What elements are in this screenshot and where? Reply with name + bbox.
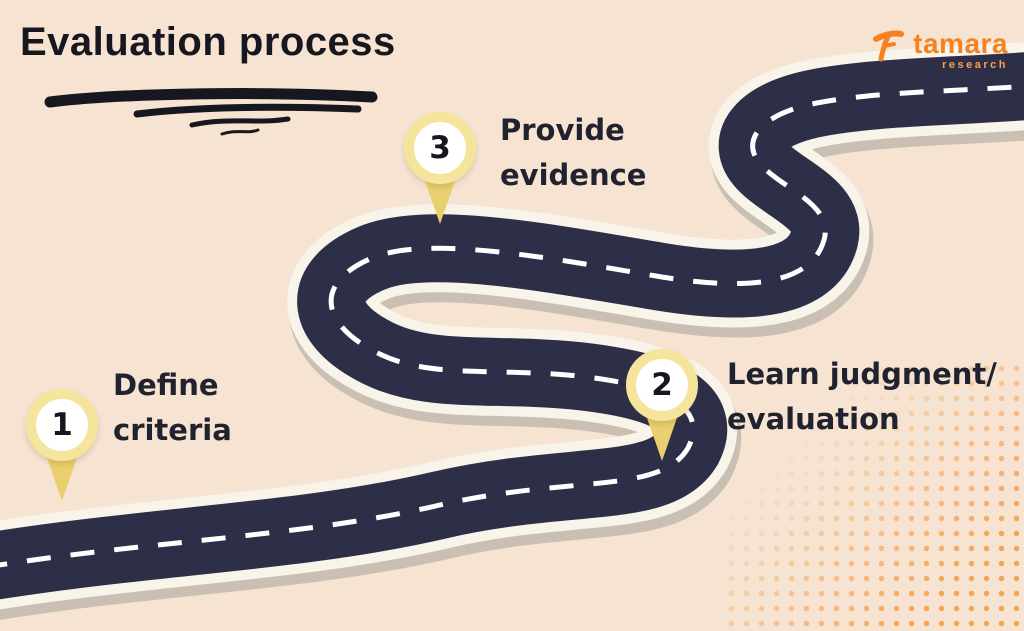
step-label-1: Define criteria — [113, 363, 232, 453]
step-3-pin-tail — [424, 178, 456, 224]
logo-brand-name: tamara — [913, 28, 1008, 59]
road-center-line — [0, 83, 1024, 568]
tamara-logo-text: tamara research — [913, 30, 1008, 71]
step-3-badge: 3 — [404, 112, 476, 184]
underline-scribble — [44, 88, 378, 136]
step-marker-3: 3 — [404, 112, 476, 224]
step-1-badge: 1 — [26, 389, 98, 461]
step-marker-1: 1 — [26, 389, 98, 501]
step-2-line1: Learn judgment/ — [727, 357, 997, 391]
step-2-number: 2 — [651, 367, 673, 403]
tamara-logo: tamara research — [870, 30, 1008, 71]
step-3-line1: Provide — [500, 113, 625, 147]
step-marker-2: 2 — [626, 349, 698, 461]
step-2-badge: 2 — [626, 349, 698, 421]
logo-subtitle: research — [942, 59, 1008, 71]
halftone-dots-decoration — [724, 361, 1024, 631]
step-2-line2: evaluation — [727, 401, 900, 436]
tamara-logo-icon — [873, 30, 905, 62]
step-3-line2: evidence — [500, 157, 647, 192]
step-1-line1: Define — [113, 368, 219, 402]
step-2-pin-tail — [646, 415, 678, 461]
page-title: Evaluation process — [20, 20, 396, 64]
step-3-number: 3 — [429, 130, 451, 166]
step-label-3: Provide evidence — [500, 108, 646, 198]
step-1-line2: criteria — [113, 412, 232, 447]
step-1-number: 1 — [51, 407, 73, 443]
step-label-2: Learn judgment/ evaluation — [727, 352, 997, 442]
step-1-pin-tail — [46, 455, 78, 501]
